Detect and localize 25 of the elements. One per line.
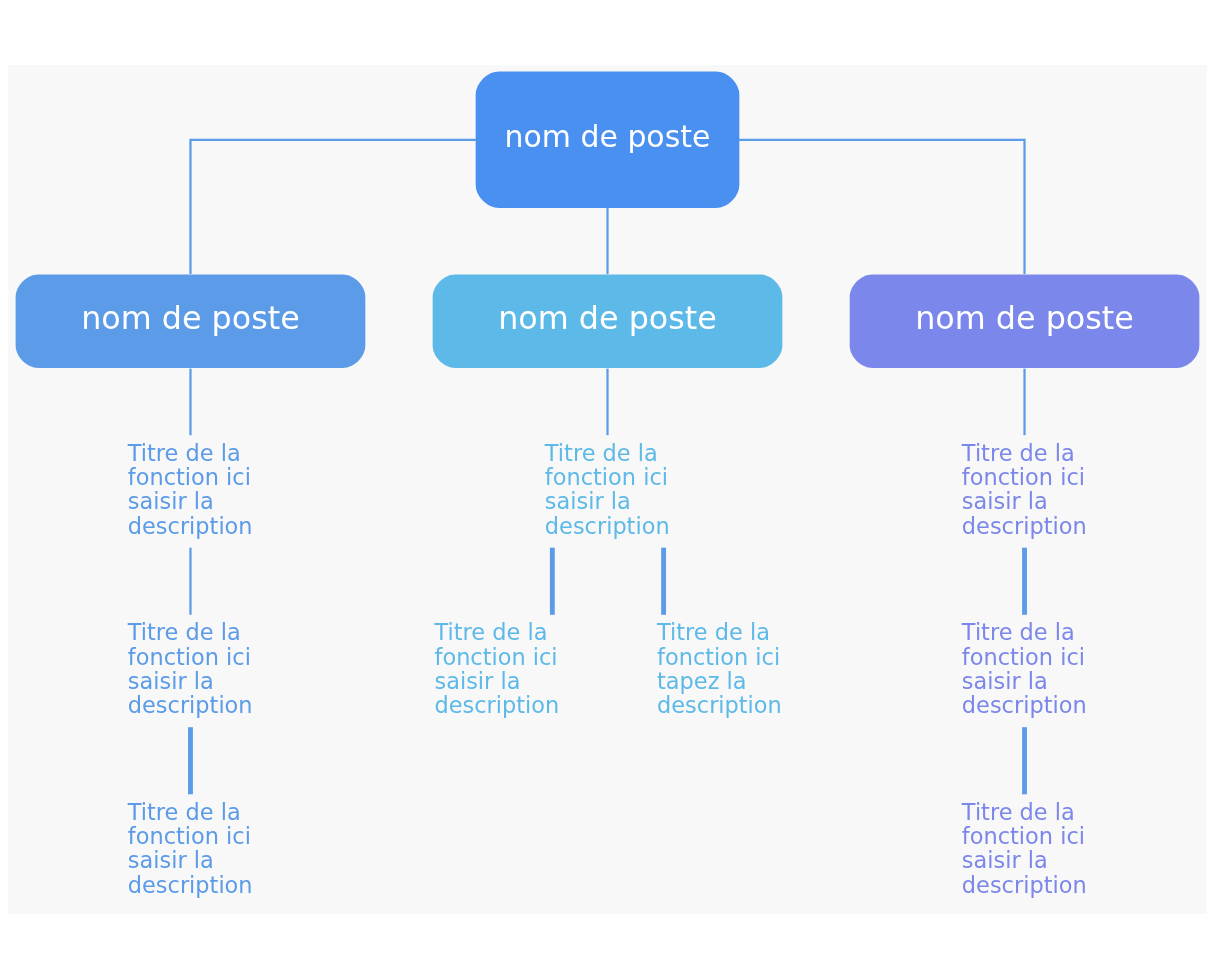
node-text: Titre de la fonction ici saisir la description [961, 798, 1087, 898]
node-text: Titre de la fonction ici tapez la description [657, 619, 782, 719]
connector [738, 138, 1026, 274]
node-text: Titre de la fonction ici saisir la description [127, 619, 253, 719]
node-text: Titre de la fonction ici saisir la description [127, 439, 253, 539]
node-text: Titre de la fonction ici saisir la description [434, 619, 560, 719]
node-text: Titre de la fonction ici saisir la description [544, 439, 670, 539]
node-box: nom de poste [432, 274, 783, 368]
node-text: Titre de la fonction ici saisir la description [961, 439, 1087, 539]
node-box: nom de poste [15, 274, 366, 368]
connector [606, 368, 609, 436]
connector [1022, 727, 1027, 795]
node-box: nom de poste [849, 274, 1200, 368]
connector [661, 547, 667, 615]
connector [1022, 547, 1027, 615]
connector [1023, 368, 1026, 436]
connector [549, 547, 555, 615]
connector [189, 368, 192, 436]
connector [606, 207, 609, 274]
node-text: Titre de la fonction ici saisir la description [127, 798, 253, 898]
node-box: nom de poste [475, 71, 740, 209]
node-text: Titre de la fonction ici saisir la description [961, 619, 1087, 719]
connector [189, 547, 192, 615]
connector [188, 727, 193, 795]
connector [189, 138, 477, 274]
